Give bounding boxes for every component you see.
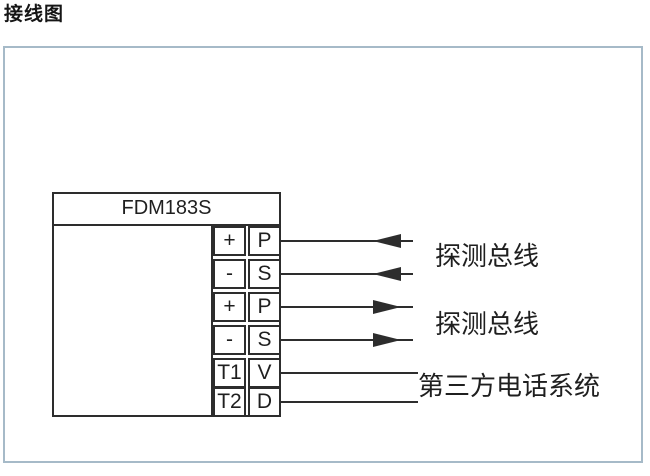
arrow-right-icon bbox=[373, 300, 401, 314]
terminal-signal-s-1: S bbox=[248, 259, 281, 289]
phone-system-label: 第三方电话系统 bbox=[418, 371, 601, 401]
wire-bus-out-p bbox=[281, 306, 413, 308]
detection-bus-in-label: 探测总线 bbox=[435, 241, 540, 271]
terminal-signal-p-1: P bbox=[248, 226, 281, 256]
device-name-label: FDM183S bbox=[52, 192, 281, 226]
terminal-signal-d: D bbox=[248, 387, 281, 417]
terminal-signal-s-2: S bbox=[248, 325, 281, 355]
detection-bus-out-label: 探测总线 bbox=[435, 309, 540, 339]
wire-bus-out-s bbox=[281, 339, 413, 341]
terminal-signal-p-2: P bbox=[248, 292, 281, 322]
terminal-strip-divider bbox=[211, 226, 213, 417]
terminal-pin-minus-2: - bbox=[213, 325, 246, 355]
terminal-pin-t1: T1 bbox=[213, 358, 246, 388]
arrow-right-icon bbox=[373, 333, 401, 347]
terminal-signal-v: V bbox=[248, 358, 281, 388]
wire-phone-v bbox=[281, 372, 418, 374]
page-title: 接线图 bbox=[4, 4, 65, 25]
terminal-pin-t2: T2 bbox=[213, 387, 246, 417]
terminal-pin-plus-1: + bbox=[213, 226, 246, 256]
arrow-left-icon bbox=[373, 267, 401, 281]
wire-bus-in-s bbox=[281, 273, 413, 275]
terminal-pin-minus-1: - bbox=[213, 259, 246, 289]
terminal-pin-plus-2: + bbox=[213, 292, 246, 322]
wire-phone-d bbox=[281, 401, 418, 403]
arrow-left-icon bbox=[373, 234, 401, 248]
wire-bus-in-p bbox=[281, 240, 413, 242]
diagram-frame: FDM183S + - + - T1 T2 P S P S V D 探测总线 探… bbox=[3, 46, 643, 463]
